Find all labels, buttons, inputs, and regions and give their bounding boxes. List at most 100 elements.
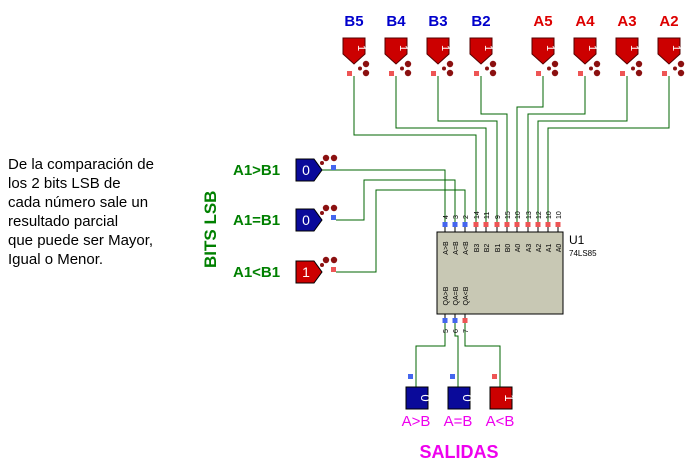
output-label: A<B [486, 413, 515, 430]
pin-name: A0 [556, 244, 563, 253]
chip-top-pins: 4A>B3A=B2A<B14B311B29B115B010A013A312A21… [442, 211, 563, 255]
state-body [295, 158, 323, 182]
pin-name: QA>B [443, 286, 450, 305]
probe-dot [631, 66, 635, 71]
state-lt[interactable]: A1<B1 1 [233, 256, 338, 284]
probe-dot [362, 60, 370, 68]
state-label: A1<B1 [233, 264, 280, 281]
input-probe-b5[interactable]: B51 [342, 13, 370, 77]
probe-glyph: 1 [544, 45, 556, 51]
wire [322, 169, 446, 222]
probe-glyph: 1 [586, 45, 598, 51]
comparator-chip[interactable]: U1 74LS85 4A>B3A=B2A<B14B311B29B115B010A… [436, 211, 597, 333]
pin-name: QA<B [463, 286, 470, 305]
output-body [489, 386, 513, 410]
pin-name: A3 [526, 244, 533, 253]
probe-label: B3 [428, 13, 447, 30]
state-dot [320, 161, 324, 165]
probe-label: B2 [471, 13, 490, 30]
probe-pin [389, 71, 394, 76]
probe-dot [677, 69, 685, 77]
probe-glyph: 1 [628, 45, 640, 51]
state-pin [331, 267, 336, 272]
pin-name: A>B [443, 241, 450, 255]
pin-marker [473, 222, 479, 227]
state-label: A1=B1 [233, 212, 280, 229]
probe-dot [593, 69, 601, 77]
chip-part: 74LS85 [569, 249, 597, 258]
probe-body [469, 37, 493, 65]
input-probe-a5[interactable]: A51 [531, 13, 559, 77]
probe-dot [635, 69, 643, 77]
state-dot [322, 204, 330, 212]
wire [516, 76, 544, 222]
input-probe-a2[interactable]: A21 [657, 13, 685, 77]
pin-marker [555, 222, 561, 227]
state-dot [320, 263, 324, 267]
chip-pin-ab: 3A=B [452, 215, 460, 255]
probe-dot [635, 60, 643, 68]
pin-marker [535, 222, 541, 227]
bits-lsb-label: BITS LSB [201, 191, 220, 268]
pin-name: A1 [546, 244, 553, 253]
probe-pin [536, 71, 541, 76]
state-dot [330, 204, 338, 212]
state-dot [330, 256, 338, 264]
pin-marker [462, 318, 468, 323]
pin-marker [514, 222, 520, 227]
probe-dot [673, 66, 677, 71]
output-value: 0 [460, 394, 475, 401]
input-probe-a3[interactable]: A3 1 [615, 13, 643, 77]
state-body [295, 260, 323, 284]
state-eq[interactable]: A1=B1 0 [233, 204, 338, 232]
output-body [447, 386, 471, 410]
chip-output-pin-2: QA=B6 [452, 286, 460, 333]
probe-glyph: 1 [397, 45, 409, 51]
input-probe-b3[interactable]: B3 1 [426, 13, 454, 77]
output-pin [492, 374, 497, 379]
probe-dot [400, 66, 404, 71]
probe-dot [593, 60, 601, 68]
output-pin [408, 374, 413, 379]
pin-marker [452, 222, 458, 227]
pin-marker [452, 318, 458, 323]
state-value: 0 [302, 212, 310, 228]
state-label: A1>B1 [233, 162, 280, 179]
wire [336, 179, 456, 222]
input-probe-b4[interactable]: B41 [384, 13, 412, 77]
chip-pin-ab: 2A<B [462, 215, 470, 255]
pin-name: B1 [495, 244, 502, 253]
probe-dot [589, 66, 593, 71]
probe-pin [347, 71, 352, 76]
chip-output-pin-1: QA>B5 [442, 286, 450, 333]
state-pin [331, 165, 336, 170]
probe-body [657, 37, 681, 65]
input-probe-a4[interactable]: A41 [573, 13, 601, 77]
probe-dot [677, 60, 685, 68]
state-body [295, 208, 323, 232]
outputs-title: SALIDAS [419, 442, 498, 462]
probe-dot [358, 66, 362, 71]
probe-glyph: 1 [439, 45, 451, 51]
state-value: 1 [302, 264, 310, 280]
probe-label: A3 [617, 13, 636, 30]
pin-number: 10 [515, 211, 522, 219]
state-pin [331, 215, 336, 220]
probe-dot [404, 69, 412, 77]
wire [527, 76, 586, 222]
output-body [405, 386, 429, 410]
pin-name: B3 [474, 244, 481, 253]
output-eq: 0A=B [444, 374, 475, 430]
pin-name: A<B [463, 241, 470, 255]
chip-body [436, 231, 564, 315]
probe-dot [551, 60, 559, 68]
output-value: 0 [418, 394, 433, 401]
pin-marker [462, 222, 468, 227]
input-probe-b2[interactable]: B21 [469, 13, 497, 77]
